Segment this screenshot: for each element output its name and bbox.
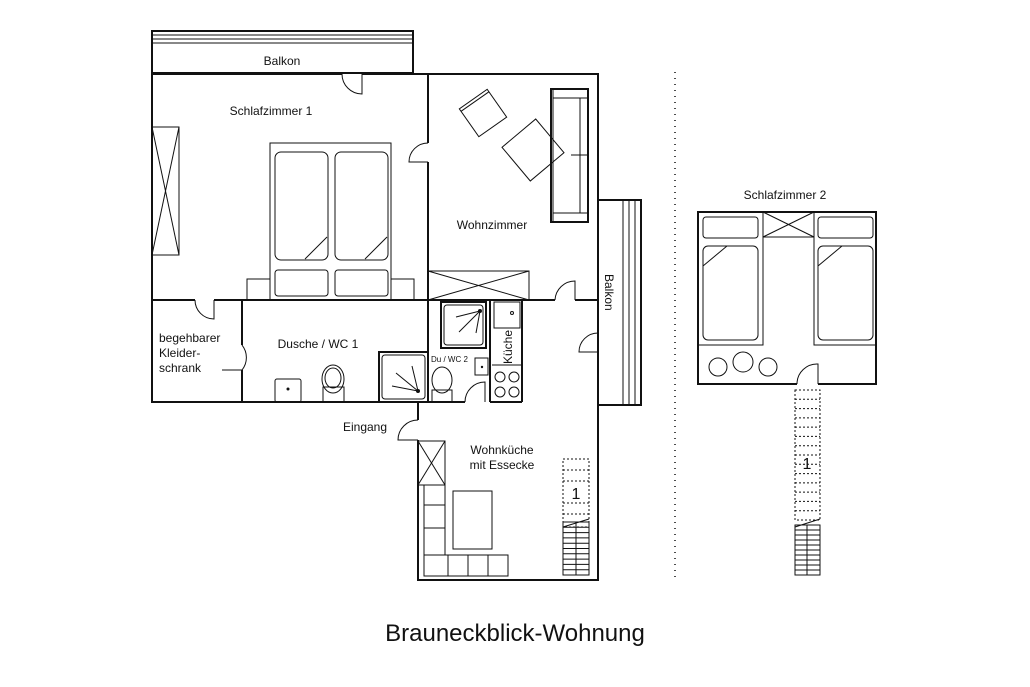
armchair: [458, 88, 508, 138]
staircase-main: [562, 458, 590, 576]
wardrobe-bedroom1: [151, 126, 180, 256]
shower-wc2: [440, 301, 487, 349]
label-du-wc2: Du / WC 2: [431, 355, 468, 364]
corner-bench: [423, 485, 509, 577]
label-eingang: Eingang: [343, 420, 387, 434]
walls: [151, 73, 599, 581]
plan-title: Brauneckblick-Wohnung: [385, 620, 645, 647]
toilet-wc2: [431, 366, 453, 403]
sink-wc2: [474, 357, 489, 376]
label-wohnkueche-2: mit Essecke: [470, 458, 535, 472]
cabinet-wohnzimmer: [427, 270, 530, 301]
sofa: [550, 88, 589, 223]
label-balkon-top: Balkon: [264, 54, 301, 68]
label-kleiderschrank-1: begehbarer: [159, 331, 220, 345]
shower-wc1: [378, 351, 429, 403]
label-kleiderschrank-2: Kleider-: [159, 346, 200, 360]
floor-label-side: 1: [803, 456, 812, 473]
bedroom2: [697, 211, 877, 385]
label-schlafzimmer2: Schlafzimmer 2: [744, 188, 827, 202]
dining-table: [452, 490, 493, 550]
double-bed: [246, 142, 415, 301]
staircase-side: [794, 389, 821, 576]
floor-label-main: 1: [572, 486, 581, 503]
label-kueche: Küche: [501, 330, 515, 364]
coffee-table: [501, 118, 565, 182]
toilet-wc1: [321, 364, 345, 403]
label-schlafzimmer1: Schlafzimmer 1: [230, 104, 313, 118]
label-wohnzimmer: Wohnzimmer: [457, 218, 527, 232]
label-dusche-wc1: Dusche / WC 1: [278, 337, 359, 351]
label-wohnkueche-1: Wohnküche: [470, 443, 533, 457]
cabinet-wohnkueche: [417, 440, 446, 486]
label-balkon-right: Balkon: [602, 274, 616, 311]
label-kleiderschrank-3: schrank: [159, 361, 202, 375]
kitchen-unit: [492, 301, 522, 398]
balcony-right: [597, 199, 642, 406]
sink-wc1: [274, 378, 302, 403]
